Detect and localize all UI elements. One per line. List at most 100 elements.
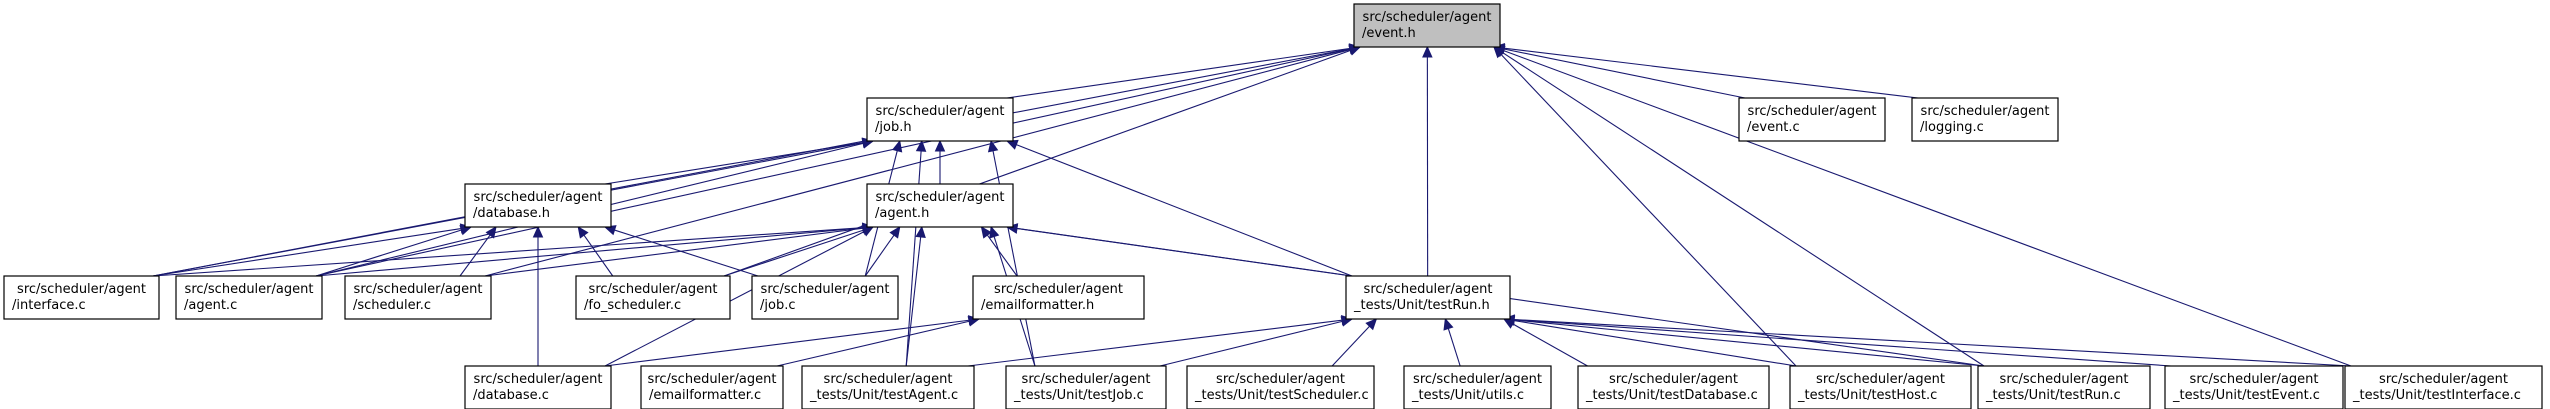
node-box xyxy=(1186,365,1375,409)
edge-arrowhead xyxy=(485,226,497,239)
node-box xyxy=(1738,97,1886,142)
node-job-c[interactable]: src/scheduler/agent/job.c xyxy=(751,275,899,320)
edge-utils-c-to-testrun-h xyxy=(1443,317,1461,367)
node-database-c[interactable]: src/scheduler/agent/database.c xyxy=(464,365,612,409)
edge-line xyxy=(315,227,864,277)
edge-testrun-h-to-event-h xyxy=(1422,45,1433,277)
edge-testevent-c-to-testrun-h xyxy=(1502,314,2172,367)
edge-agent-h-to-job-h xyxy=(934,139,946,184)
node-testevent-c[interactable]: src/scheduler/agent_tests/Unit/testEvent… xyxy=(2164,365,2344,409)
edge-line xyxy=(1331,325,1370,367)
node-label-line-1: src/scheduler/agent xyxy=(1022,372,1151,387)
node-event-h[interactable]: src/scheduler/agent/event.h xyxy=(1353,3,1501,48)
node-emailformatter-c[interactable]: src/scheduler/agent/emailformatter.c xyxy=(640,365,784,409)
node-testjob-c[interactable]: src/scheduler/agent_tests/Unit/testJob.c xyxy=(1005,365,1167,409)
edge-line xyxy=(459,234,491,277)
node-testhost-c[interactable]: src/scheduler/agent_tests/Unit/testHost.… xyxy=(1789,365,1972,409)
edge-line xyxy=(583,234,614,277)
node-event-c[interactable]: src/scheduler/agent/event.c xyxy=(1738,97,1886,142)
node-box xyxy=(751,275,899,320)
edge-arrowhead xyxy=(1005,139,1019,150)
node-label-line-2: /logging.c xyxy=(1920,120,1984,135)
edge-line xyxy=(1503,48,1746,99)
node-testagent-c[interactable]: src/scheduler/agent_tests/Unit/testAgent… xyxy=(801,365,975,409)
node-label-line-2: /event.c xyxy=(1747,120,1800,135)
node-label-line-1: src/scheduler/agent xyxy=(1921,104,2050,119)
edge-line xyxy=(1513,319,2172,367)
node-testdatabase-c[interactable]: src/scheduler/agent_tests/Unit/testDatab… xyxy=(1577,365,1770,409)
node-label-line-1: src/scheduler/agent xyxy=(876,104,1005,119)
node-box xyxy=(1977,365,2151,409)
node-label-line-1: src/scheduler/agent xyxy=(761,282,890,297)
edge-job-c-to-database-h xyxy=(603,225,759,277)
node-label-line-2: _tests/Unit/utils.c xyxy=(1411,388,1524,403)
node-testscheduler-c[interactable]: src/scheduler/agent_tests/Unit/testSched… xyxy=(1186,365,1375,409)
edge-testrun-h-to-job-h xyxy=(1005,139,1353,277)
node-emailformatter-h[interactable]: src/scheduler/agent/emailformatter.h xyxy=(972,275,1145,320)
edge-line xyxy=(723,229,864,277)
edge-line xyxy=(1503,49,2352,367)
node-box xyxy=(1345,275,1511,320)
edge-line xyxy=(1513,320,1797,367)
node-database-h[interactable]: src/scheduler/agent/database.h xyxy=(464,183,612,228)
node-logging-c[interactable]: src/scheduler/agent/logging.c xyxy=(1911,97,2059,142)
edge-line xyxy=(484,227,864,277)
edge-line xyxy=(905,236,922,367)
edge-database-c-to-emailformatter-h xyxy=(604,315,981,367)
node-label-line-2: /scheduler.c xyxy=(353,298,431,313)
node-box xyxy=(1005,365,1167,409)
node-testrun-c[interactable]: src/scheduler/agent_tests/Unit/testRun.c xyxy=(1977,365,2151,409)
node-label-line-2: _tests/Unit/testJob.c xyxy=(1013,388,1144,403)
node-scheduler-c[interactable]: src/scheduler/agent/scheduler.c xyxy=(344,275,492,320)
node-box xyxy=(866,183,1014,228)
node-label-line-2: /agent.h xyxy=(875,206,929,221)
node-utils-c[interactable]: src/scheduler/agent_tests/Unit/utils.c xyxy=(1403,365,1552,409)
edge-testinterface-c-to-event-h xyxy=(1492,45,2352,367)
node-label-line-2: /agent.c xyxy=(184,298,237,313)
node-label-line-2: _tests/Unit/testAgent.c xyxy=(809,388,958,403)
node-fo-scheduler-c[interactable]: src/scheduler/agent/fo_scheduler.c xyxy=(575,275,731,320)
edge-line xyxy=(315,48,1351,277)
node-box xyxy=(972,275,1145,320)
node-interface-c[interactable]: src/scheduler/agent/interface.c xyxy=(3,275,160,320)
edge-line xyxy=(992,150,1036,367)
edge-line xyxy=(1016,144,1353,277)
node-label-line-1: src/scheduler/agent xyxy=(1609,372,1738,387)
node-label-line-1: src/scheduler/agent xyxy=(185,282,314,297)
node-label-line-1: src/scheduler/agent xyxy=(17,282,146,297)
node-label-line-1: src/scheduler/agent xyxy=(589,282,718,297)
edge-database-h-to-job-h xyxy=(604,137,875,185)
edge-scheduler-c-to-event-h xyxy=(484,44,1362,277)
node-box xyxy=(464,365,612,409)
edge-line xyxy=(484,48,1351,277)
edge-line xyxy=(776,320,970,367)
node-label-line-2: /database.h xyxy=(473,206,550,221)
node-label-line-2: /interface.c xyxy=(12,298,86,313)
edge-line xyxy=(315,229,462,277)
edge-testagent-c-to-agent-h xyxy=(905,225,926,367)
edge-line xyxy=(1513,319,1985,367)
node-label-line-2: /job.h xyxy=(875,120,912,135)
node-label-line-2: _tests/Unit/testInterface.c xyxy=(2352,388,2521,403)
node-box xyxy=(801,365,975,409)
edge-line xyxy=(723,49,1351,277)
node-label-line-2: _tests/Unit/testRun.h xyxy=(1353,298,1490,313)
node-testinterface-c[interactable]: src/scheduler/agent_tests/Unit/testInter… xyxy=(2344,365,2543,409)
edge-arrowhead xyxy=(532,225,544,238)
edge-line xyxy=(1502,51,1985,367)
node-label-line-1: src/scheduler/agent xyxy=(1363,10,1492,25)
node-agent-h[interactable]: src/scheduler/agent/agent.h xyxy=(866,183,1014,228)
edge-testjob-c-to-job-h xyxy=(987,139,1036,367)
edge-line xyxy=(1512,323,1588,367)
edge-emailformatter-c-to-emailformatter-h xyxy=(776,316,981,367)
edge-line xyxy=(614,229,759,277)
edge-arrowhead xyxy=(980,226,992,239)
edge-arrowhead xyxy=(861,226,875,237)
node-job-h[interactable]: src/scheduler/agent/job.h xyxy=(866,97,1014,142)
node-box xyxy=(640,365,784,409)
node-testrun-h[interactable]: src/scheduler/agent_tests/Unit/testRun.h xyxy=(1345,275,1511,320)
node-agent-c[interactable]: src/scheduler/agent/agent.c xyxy=(175,275,323,320)
node-label-line-2: _tests/Unit/testRun.c xyxy=(1985,388,2121,403)
node-box xyxy=(1403,365,1552,409)
edge-testrun-c-to-event-h xyxy=(1492,46,1985,367)
